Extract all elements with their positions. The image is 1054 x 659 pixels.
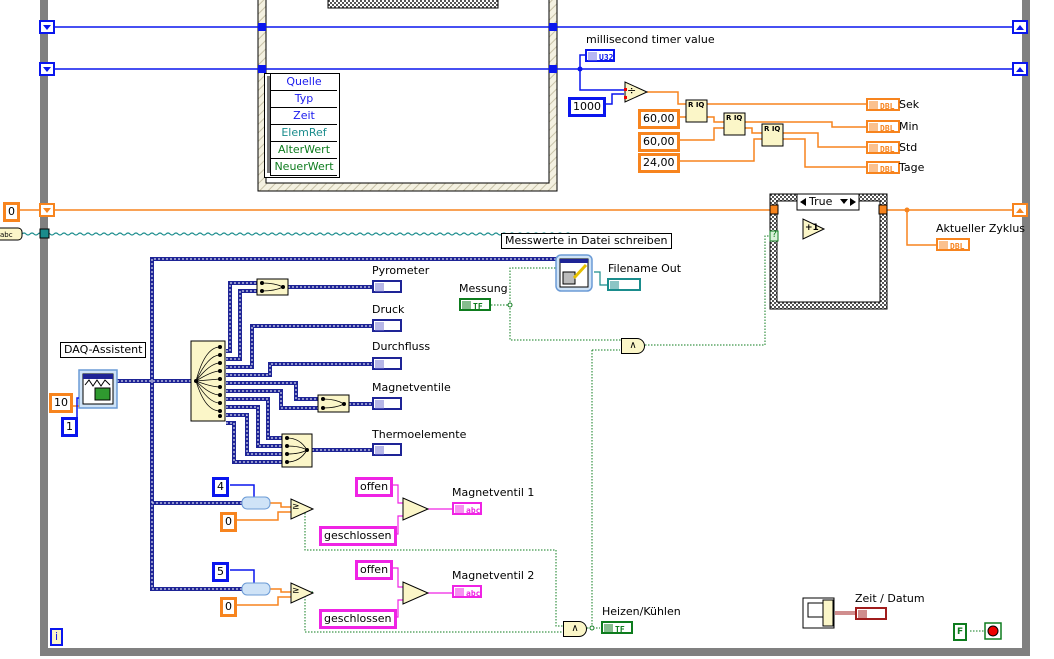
shift-register-blue [39,20,1028,76]
select-nodes [402,497,430,605]
event-field-zeit[interactable]: Zeit [270,108,337,125]
divide-node [624,81,649,103]
get-datetime-node [802,597,835,629]
event-field-alterwert[interactable]: AlterWert [270,142,337,159]
timer-label: millisecond timer value [586,33,715,46]
timer-u32-terminal[interactable]: U32 [585,49,615,62]
svg-text:abc: abc [0,231,13,239]
waveform-wires [117,257,556,591]
valve1-index-constant[interactable]: 4 [212,477,229,497]
cycle-indicator-terminal[interactable]: DBL [936,238,970,251]
quotient-remainder-nodes [685,99,784,147]
valve1-true-string[interactable]: offen [355,477,394,497]
thermoelemente-graph-terminal[interactable] [372,443,402,456]
shift-register-orange [39,203,1028,217]
datetime-indicator-terminal[interactable] [855,607,887,620]
datetime-label: Zeit / Datum [855,592,925,605]
valve2-false-string[interactable]: geschlossen [319,609,397,629]
valve2-string-terminal[interactable]: abc [452,585,482,598]
compare-symbol: ≥ [292,502,300,512]
hours-label: Std [899,141,918,154]
durchfluss-label: Durchfluss [372,340,431,353]
event-field-elemref[interactable]: ElemRef [270,125,337,142]
pyrometer-graph-terminal[interactable] [372,280,402,293]
quotient-remainder-icon: R IQ [764,125,781,133]
magnetventile-graph-terminal[interactable] [372,397,402,410]
druck-label: Druck [372,303,405,316]
event-field-neuerwert[interactable]: NeuerWert [270,159,337,176]
valve1-string-terminal[interactable]: abc [452,502,482,515]
heating-label: Heizen/Kühlen [602,605,681,618]
hours-per-day-constant[interactable]: 24,00 [638,153,680,173]
compare-nodes [290,498,315,604]
iteration-terminal: i [50,628,63,646]
minutes-indicator-terminal[interactable]: DBL [866,120,900,133]
magnetventile-label: Magnetventile [372,381,451,394]
filename-out-terminal[interactable] [607,278,641,291]
seconds-per-minute-constant[interactable]: 60,00 [638,109,680,129]
filename-out-label: Filename Out [608,262,682,275]
path-wire: abc [0,227,608,286]
minutes-label: Min [899,120,919,133]
druck-graph-terminal[interactable] [372,319,402,332]
string-wires [390,484,452,618]
write-file-label: Messwerte in Datei schreiben [501,233,672,249]
index-waveform-nodes [230,484,291,606]
event-field-typ[interactable]: Typ [270,91,337,108]
stop-terminal [984,622,1002,640]
durchfluss-graph-terminal[interactable] [372,357,402,370]
valve2-threshold-constant[interactable]: 0 [220,597,237,617]
and-gate: ∧ [563,621,587,637]
shift-register-init-constant[interactable]: 0 [3,202,20,222]
samples-constant[interactable]: 10 [49,393,73,413]
daq-assistant-node [68,369,118,420]
seconds-label: Sek [899,98,920,111]
divide-symbol: ÷ [627,84,637,97]
increment-node: +1 [805,223,819,233]
hours-indicator-terminal[interactable]: DBL [866,141,900,154]
quotient-remainder-icon: R IQ [726,114,743,122]
messung-control-terminal[interactable]: TF [459,298,491,311]
stop-false-constant[interactable]: F [953,623,968,641]
quotient-remainder-icon: R IQ [688,101,705,109]
event-field-quelle[interactable]: Quelle [270,74,337,91]
valve1-false-string[interactable]: geschlossen [319,526,397,546]
days-indicator-terminal[interactable]: DBL [866,161,900,174]
divisor-constant[interactable]: 1000 [568,97,606,117]
split-signals-node [190,340,226,422]
rate-constant[interactable]: 1 [61,417,78,437]
merge-signals-node [256,278,350,468]
write-file-node [555,254,593,292]
case-selector-terminal: ? [772,230,777,240]
case-selector-value[interactable]: True [809,195,833,208]
cycle-label: Aktueller Zyklus [936,222,1026,235]
valve2-true-string[interactable]: offen [355,560,394,580]
minutes-per-hour-constant[interactable]: 60,00 [638,132,680,152]
compare-symbol: ≥ [292,586,300,596]
pyrometer-label: Pyrometer [372,264,430,277]
valve2-label: Magnetventil 2 [452,569,535,582]
valve2-index-constant[interactable]: 5 [212,562,229,582]
seconds-indicator-terminal[interactable]: DBL [866,98,900,111]
heating-indicator-terminal[interactable]: TF [601,621,633,634]
thermoelemente-label: Thermoelemente [372,428,467,441]
days-label: Tage [899,161,925,174]
valve1-label: Magnetventil 1 [452,486,535,499]
valve1-threshold-constant[interactable]: 0 [220,512,237,532]
and-gate: ∧ [621,338,645,354]
messung-label: Messung [459,282,508,295]
while-loop-frame [40,0,1030,656]
case-structure [769,193,888,310]
daq-assistant-label: DAQ-Assistent [60,342,147,358]
